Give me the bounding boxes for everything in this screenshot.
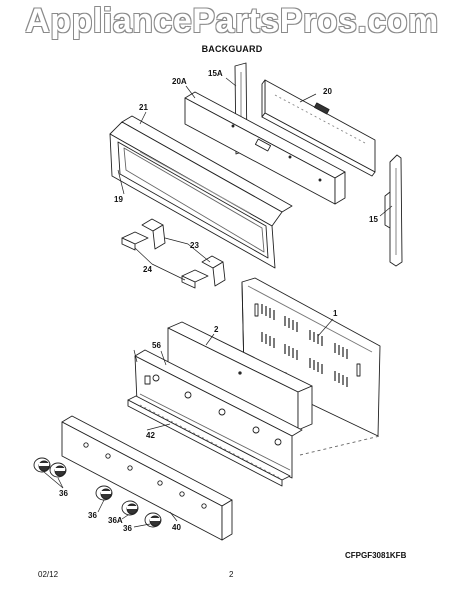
part-label-24: 24	[143, 265, 152, 274]
part-label-23: 23	[190, 241, 199, 250]
part-label-20: 20	[323, 87, 332, 96]
rear-backguard-box	[261, 79, 376, 177]
part-label-19: 19	[114, 195, 123, 204]
part-label-15A: 15A	[208, 69, 223, 78]
footer-date: 02/12	[38, 570, 59, 579]
burner-knobs	[33, 457, 162, 528]
page-title: BACKGUARD	[201, 44, 263, 54]
part-label-40: 40	[172, 523, 181, 532]
manifold-panel	[134, 349, 303, 479]
leader-lines	[43, 77, 393, 528]
trim-strip	[127, 395, 291, 487]
part-label-36-c: 36	[123, 524, 132, 533]
control-panel-40	[61, 415, 233, 541]
part-label-36A: 36A	[108, 516, 123, 525]
part-label-15: 15	[369, 215, 378, 224]
part-label-2: 2	[214, 325, 219, 334]
right-side-bracket	[384, 154, 403, 267]
front-backguard-frame	[109, 115, 293, 269]
inner-panel	[184, 91, 346, 205]
watermark-logo: AppliancePartsPros.com	[25, 2, 439, 40]
knob-icon	[33, 457, 51, 473]
part-label-21: 21	[139, 103, 148, 112]
part-label-42: 42	[146, 431, 155, 440]
part-label-36-a: 36	[59, 489, 68, 498]
part-label-56: 56	[152, 341, 161, 350]
part-number-labels: 15A 20A 20 21 19 15 23 24 1 2 56 42 36 3…	[59, 69, 378, 533]
clip-brackets-24	[121, 231, 209, 289]
part-label-36-b: 36	[88, 511, 97, 520]
part-label-20A: 20A	[172, 77, 187, 86]
part-label-1: 1	[333, 309, 338, 318]
model-code: CFPGF3081KFB	[345, 551, 407, 560]
footer-page-number: 2	[229, 570, 234, 579]
clip-brackets-23	[141, 218, 226, 287]
